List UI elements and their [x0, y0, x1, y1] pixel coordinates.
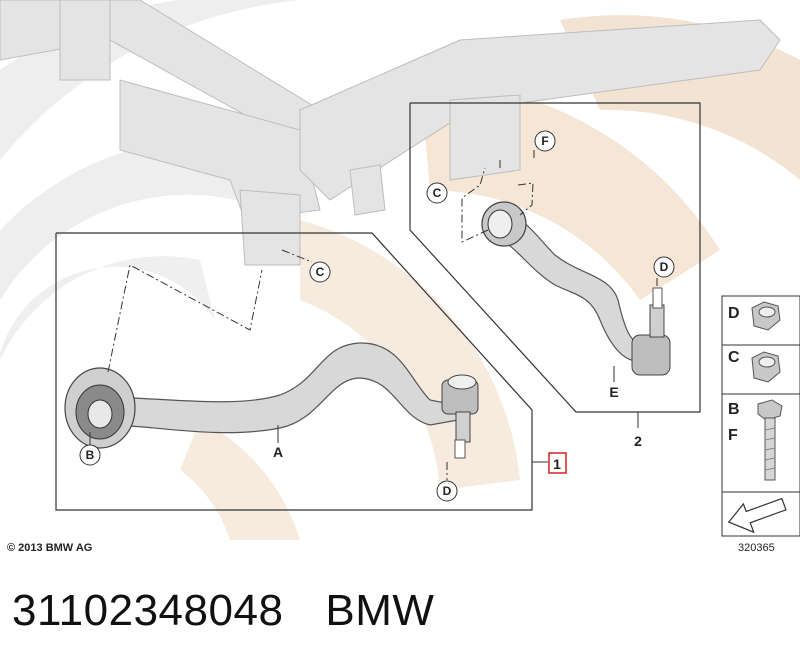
- reference-2-label: 2: [634, 433, 642, 449]
- control-arm-a: [64, 342, 479, 459]
- callout-d-left[interactable]: D: [436, 480, 458, 502]
- legend-row-b-f[interactable]: B F: [728, 399, 783, 481]
- subframe: [0, 0, 781, 266]
- bolt-icon: [757, 399, 783, 481]
- callout-c-upper[interactable]: C: [309, 261, 331, 283]
- diagram-number: 320365: [738, 542, 775, 554]
- callout-b-left[interactable]: B: [79, 444, 101, 466]
- callout-c-right[interactable]: C: [426, 182, 448, 204]
- hex-nut-icon: [751, 351, 781, 383]
- part-number: 31102348048: [12, 586, 284, 635]
- parts-diagram: C F C D B D A E 1 2 D: [0, 0, 800, 540]
- legend-c-label: C: [728, 349, 740, 366]
- part-label-a: A: [273, 444, 283, 460]
- fastener-legend: D C B F: [721, 295, 800, 537]
- callout-b-left-label: B: [86, 448, 95, 462]
- callout-c-upper-label: C: [316, 265, 325, 279]
- legend-f-label: F: [728, 427, 738, 444]
- leader-lines-right: [461, 150, 658, 287]
- leader-lines-left: [107, 249, 448, 480]
- legend-d-label: D: [728, 305, 740, 322]
- callout-d-right[interactable]: D: [653, 256, 675, 278]
- flange-nut-icon: [751, 301, 781, 331]
- legend-b-label: B: [728, 401, 740, 418]
- part-label-e: E: [609, 384, 618, 400]
- item-2-frame: [409, 102, 701, 428]
- callout-f-upper[interactable]: F: [534, 130, 556, 152]
- legend-row-d[interactable]: D: [728, 301, 781, 331]
- reference-1-label: 1: [553, 456, 561, 472]
- footer-caption: 31102348048 BMW: [12, 586, 434, 636]
- callout-c-right-label: C: [433, 186, 442, 200]
- legend-row-c[interactable]: C: [728, 349, 781, 383]
- callout-f-upper-label: F: [541, 134, 548, 148]
- arrow-icon: [727, 497, 787, 534]
- callout-d-left-label: D: [443, 484, 452, 498]
- callout-d-right-label: D: [660, 260, 669, 274]
- brand-name: BMW: [325, 586, 435, 635]
- reference-1-highlight[interactable]: 1: [548, 452, 567, 474]
- item-1-frame: [55, 232, 548, 511]
- copyright-text: © 2013 BMW AG: [7, 542, 93, 554]
- control-arm-e: [481, 201, 671, 376]
